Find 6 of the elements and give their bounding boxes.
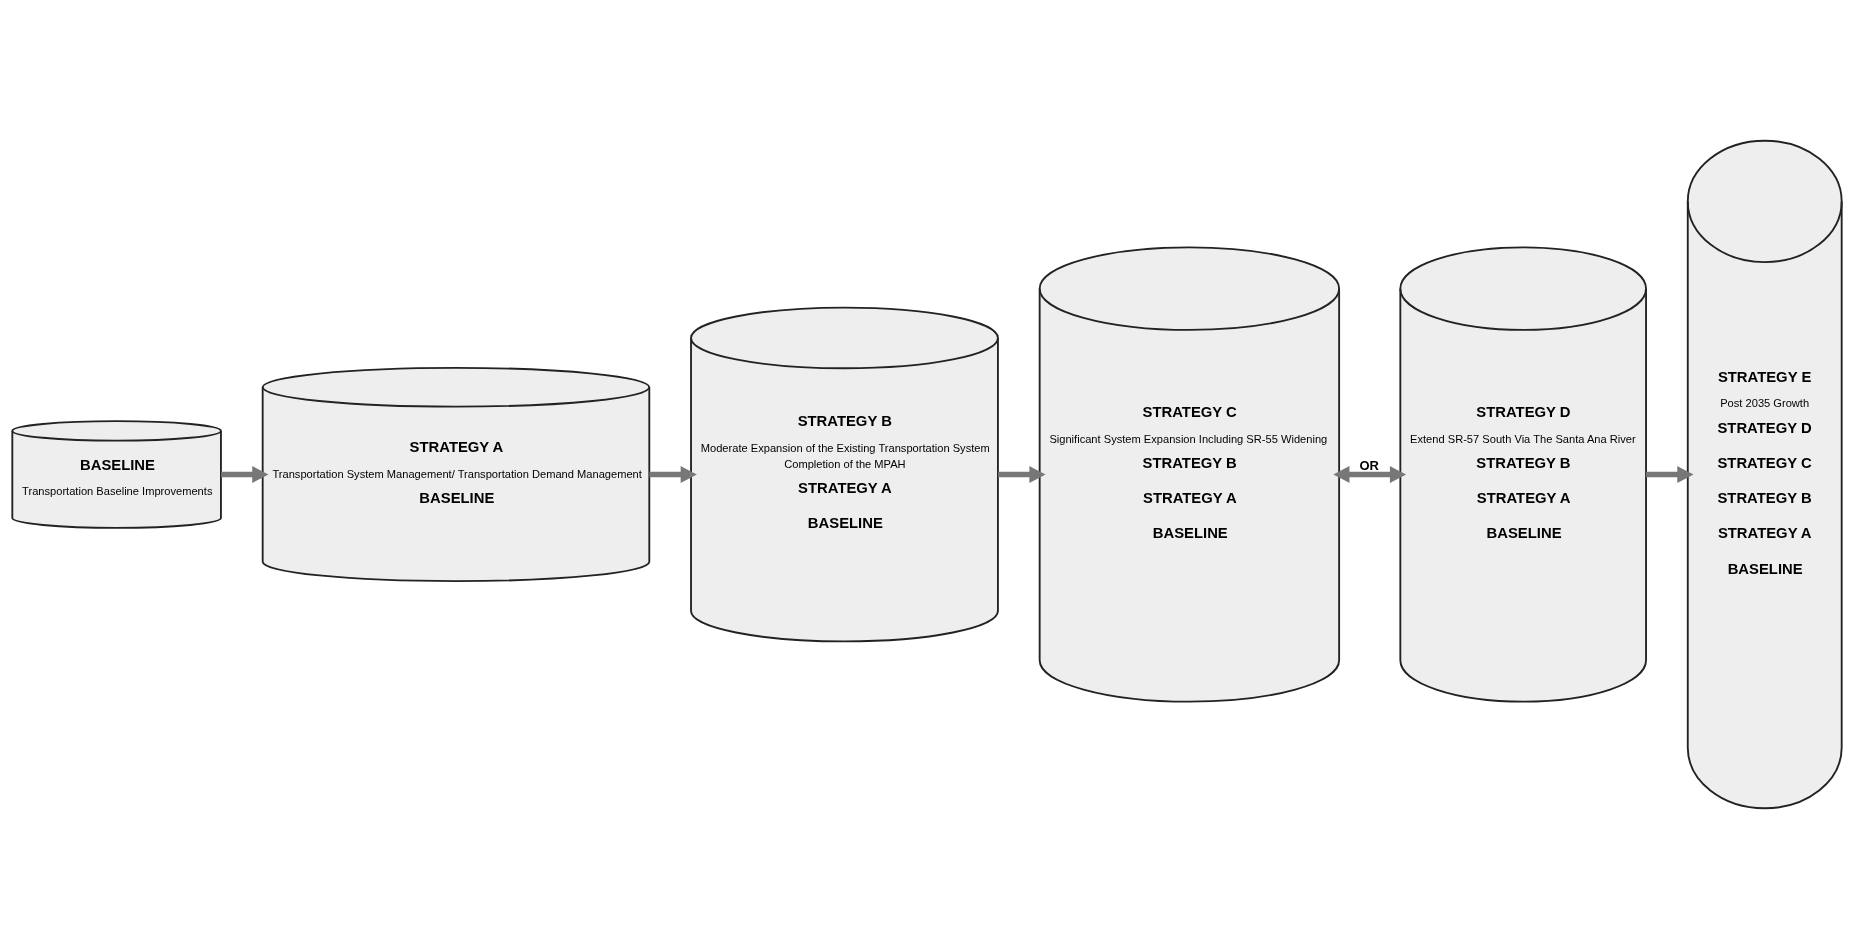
arrow bbox=[649, 466, 697, 483]
arrow bbox=[1646, 466, 1694, 483]
edge-label: OR bbox=[1359, 458, 1379, 474]
arrow bbox=[998, 466, 1046, 483]
arrow bbox=[1333, 466, 1407, 483]
arrow bbox=[221, 466, 269, 483]
